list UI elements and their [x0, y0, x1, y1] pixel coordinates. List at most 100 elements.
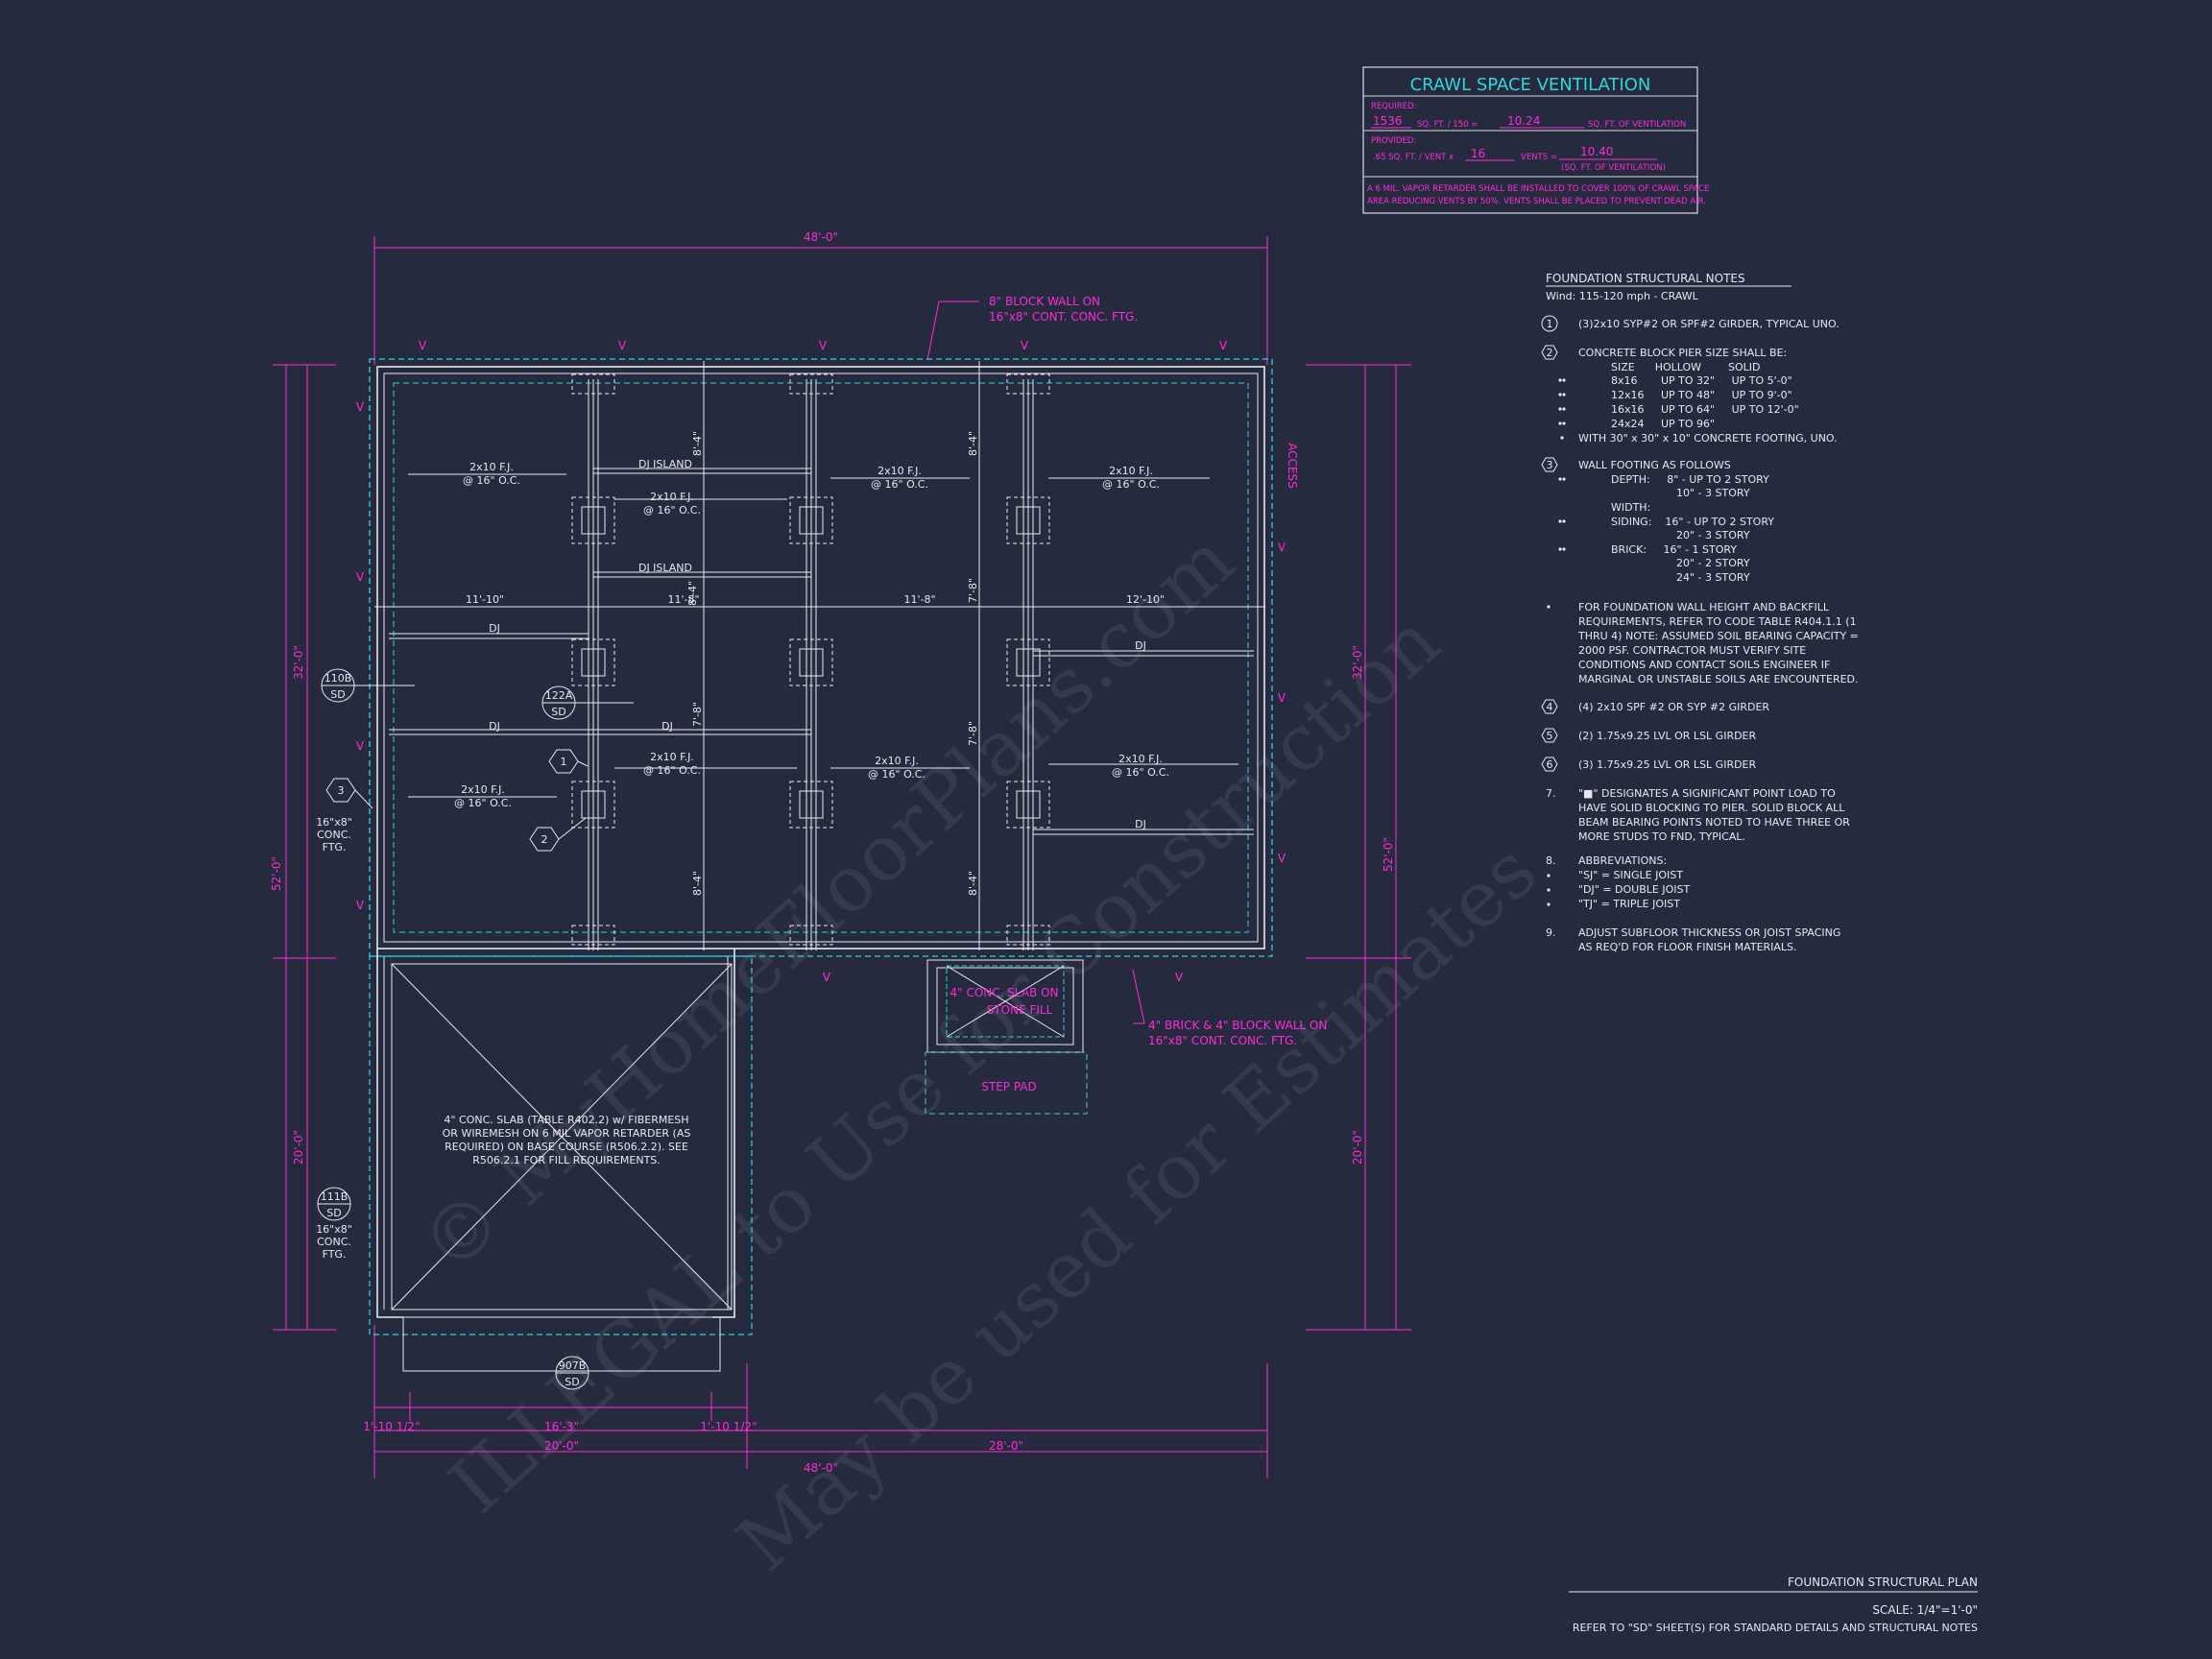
fj-label-2: 2x10 F.J.	[650, 491, 694, 503]
note-line-13: SIDING: 16" - UP TO 2 STORY	[1611, 516, 1774, 528]
vent-10: V	[1278, 541, 1286, 554]
oc-label-4: @ 16" O.C.	[1102, 478, 1160, 491]
vent-4: V	[1021, 339, 1029, 352]
vent-3: V	[819, 339, 828, 352]
ventilation-area-unit: SQ. FT. / 150 =	[1417, 120, 1478, 130]
vent-2: V	[618, 339, 627, 352]
dim-bottom: 48'-0"	[804, 1461, 838, 1475]
dim-top: 48'-0"	[804, 230, 838, 244]
tag-111b-sd: SD	[326, 1207, 341, 1219]
step-pad-label: STEP PAD	[981, 1080, 1037, 1094]
note-line-4: 8x16 UP TO 32" UP TO 5'-0"	[1611, 374, 1792, 387]
oc-label-7: @ 16" O.C.	[868, 768, 926, 781]
ftg-label-1c: FTG.	[323, 841, 347, 854]
span-dim-1: 11'-10"	[466, 593, 504, 606]
note-line-12: WIDTH:	[1611, 501, 1650, 514]
framing	[374, 361, 1265, 950]
notes-title: FOUNDATION STRUCTURAL NOTES	[1546, 272, 1745, 285]
slab-note-3: REQUIRED) ON BASE COURSE (R506.2.2). SEE	[445, 1141, 688, 1153]
note-marker-8: 8.	[1546, 854, 1556, 867]
note-line-1: (3)2x10 SYP#2 OR SPF#2 GIRDER, TYPICAL U…	[1578, 318, 1839, 330]
note-marker-3: 3	[1547, 459, 1553, 471]
slab-note-4: R506.2.1 FOR FILL REQUIREMENTS.	[472, 1154, 661, 1166]
tag-907b-sd: SD	[565, 1376, 579, 1388]
note-line-5: 12x16 UP TO 48" UP TO 9'-0"	[1611, 389, 1792, 401]
note-line-26: (3) 1.75x9.25 LVL OR LSL GIRDER	[1578, 758, 1757, 771]
oc-label-8: @ 16" O.C.	[1112, 766, 1169, 779]
note-line-32: "SJ" = SINGLE JOIST	[1578, 869, 1683, 881]
vent-9: V	[356, 899, 365, 912]
hex-tag-3: 3	[338, 784, 345, 797]
ventilation-note-2: AREA REDUCING VENTS BY 50%. VENTS SHALL …	[1367, 197, 1706, 206]
block-wall-callout-2: 16"x8" CONT. CONC. FTG.	[989, 310, 1138, 324]
dim-bottom-left: 20'-0"	[544, 1439, 579, 1453]
note-line-20: THRU 4) NOTE: ASSUMED SOIL BEARING CAPAC…	[1577, 630, 1859, 642]
fj-label-6: 2x10 F.J.	[650, 751, 694, 763]
wall-callouts: 8" BLOCK WALL ON 16"x8" CONT. CONC. FTG.…	[950, 295, 1327, 1094]
vdim-6: 7'-8"	[967, 721, 979, 746]
ventilation-required-unit: SQ. FT. OF VENTILATION	[1588, 120, 1686, 130]
fj-label-1: 2x10 F.J.	[469, 461, 514, 473]
fj-label-5: 2x10 F.J.	[461, 783, 505, 796]
slab-note-1: 4" CONC. SLAB (TABLE R402.2) w/ FIBERMES…	[444, 1114, 688, 1126]
vent-14: V	[1175, 971, 1184, 984]
hex-tag-1: 1	[561, 756, 567, 768]
vdim-4: 8'-4"	[967, 431, 979, 456]
dj-island-label-1: DJ ISLAND	[638, 458, 692, 470]
stoop-callout-1: 4" CONC. SLAB ON	[950, 986, 1058, 999]
dj-label-1: DJ	[489, 622, 500, 635]
dim-right-total: 52'-0"	[1382, 837, 1395, 872]
ventilation-vents-label: VENTS =	[1521, 153, 1557, 162]
tag-110b-sd: SD	[330, 688, 345, 701]
note-line-33: "DJ" = DOUBLE JOIST	[1578, 883, 1690, 896]
ventilation-table: CRAWL SPACE VENTILATION REQUIRED: 1536 S…	[1362, 66, 1709, 214]
note-marker-1: 1	[1547, 318, 1553, 330]
note-line-17: 24" - 3 STORY	[1676, 571, 1750, 584]
note-marker-6: 6	[1547, 758, 1553, 771]
ventilation-title: CRAWL SPACE VENTILATION	[1410, 75, 1651, 95]
section-tag-texts: 110B SD 122A SD 111B SD 907B SD 1 2 3	[321, 672, 587, 1388]
dim-left-total: 52'-0"	[270, 856, 283, 891]
ventilation-vents-count: 16	[1471, 147, 1485, 160]
ftg-label-1a: 16"x8"	[316, 816, 352, 829]
dim-small-mid: 16'-3"	[544, 1420, 579, 1433]
vent-7: V	[356, 570, 365, 584]
tag-111b: 111B	[321, 1190, 349, 1203]
vent-12: V	[1278, 852, 1286, 865]
oc-label-6: @ 16" O.C.	[643, 764, 701, 777]
access-label: ACCESS	[1286, 443, 1299, 489]
dj-label-2: DJ	[489, 720, 500, 733]
note-line-8: WITH 30" x 30" x 10" CONCRETE FOOTING, U…	[1578, 432, 1838, 445]
note-line-21: 2000 PSF. CONTRACTOR MUST VERIFY SITE	[1578, 644, 1806, 657]
fj-label-8: 2x10 F.J.	[1118, 753, 1163, 765]
tag-110b: 110B	[325, 672, 352, 685]
note-line-16: 20" - 2 STORY	[1676, 557, 1750, 569]
dj-island-label-2: DJ ISLAND	[638, 562, 692, 574]
plan-refer-note: REFER TO "SD" SHEET(S) FOR STANDARD DETA…	[1573, 1622, 1978, 1634]
note-line-25: (2) 1.75x9.25 LVL OR LSL GIRDER	[1578, 730, 1757, 742]
note-line-27: "■" DESIGNATES A SIGNIFICANT POINT LOAD …	[1578, 787, 1836, 800]
dj-label-4: DJ	[1135, 639, 1146, 652]
vent-6: V	[356, 400, 365, 414]
brick-wall-callout-2: 16"x8" CONT. CONC. FTG.	[1148, 1034, 1297, 1047]
oc-label-1: @ 16" O.C.	[463, 474, 520, 487]
vent-1: V	[419, 339, 427, 352]
vdim-5: 7'-8"	[967, 578, 979, 603]
note-line-24: (4) 2x10 SPF #2 OR SYP #2 GIRDER	[1578, 701, 1769, 713]
piers	[571, 373, 1050, 946]
vent-11: V	[1278, 691, 1286, 705]
note-marker-5: 5	[1547, 730, 1553, 742]
ventilation-required-value: 10.24	[1507, 114, 1540, 128]
note-line-19: REQUIREMENTS, REFER TO CODE TABLE R404.1…	[1578, 615, 1857, 628]
vdim-7: 8'-4"	[967, 871, 979, 896]
ftg-label-2a: 16"x8"	[316, 1223, 352, 1236]
ventilation-per-vent: .65 SQ. FT. / VENT x	[1373, 153, 1454, 162]
notes-wind: Wind: 115-120 mph - CRAWL	[1546, 290, 1699, 302]
oc-label-5: @ 16" O.C.	[454, 797, 512, 809]
foundation-notes: FOUNDATION STRUCTURAL NOTES Wind: 115-12…	[1541, 272, 1859, 953]
note-line-10: DEPTH: 8" - UP TO 2 STORY	[1611, 473, 1769, 486]
stoop-callout-2: STONE FILL	[987, 1003, 1053, 1017]
tag-122a-sd: SD	[551, 706, 565, 718]
note-line-9: WALL FOOTING AS FOLLOWS	[1578, 459, 1731, 471]
ventilation-provided-unit: (SQ. FT. OF VENTILATION)	[1561, 163, 1666, 173]
